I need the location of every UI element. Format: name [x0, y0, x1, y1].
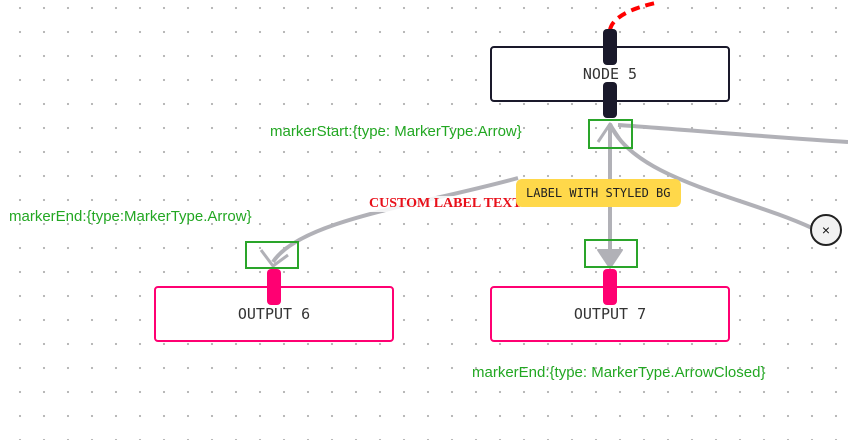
output-7-label: OUTPUT 7: [573, 305, 647, 323]
edge-curve-top-right[interactable]: [617, 123, 848, 144]
marker-start-annotation: markerStart:{type: MarkerType.Arrow}: [270, 123, 522, 140]
output-6-target-handle[interactable]: [267, 269, 281, 305]
edge-node5-output6[interactable]: [271, 176, 519, 264]
output-7-target-handle[interactable]: [603, 269, 617, 305]
marker-end-closed-highlight: [584, 239, 638, 268]
marker-end-arrow-highlight: [245, 241, 299, 269]
output-6-label: OUTPUT 6: [237, 305, 311, 323]
output-7-node[interactable]: OUTPUT 7: [490, 286, 730, 342]
node-5-target-handle[interactable]: [603, 29, 617, 65]
animated-edge[interactable]: [608, 0, 661, 31]
marker-start-highlight: [588, 119, 633, 149]
marker-end-arrow-annotation: markerEnd:{type:MarkerType.Arrow}: [9, 208, 252, 225]
arrow-end-marker: [259, 249, 289, 268]
node-5-label: NODE 5: [582, 65, 638, 83]
styled-edge-label: LABEL WITH STYLED BG: [516, 179, 681, 207]
edge-curve-right[interactable]: [608, 123, 813, 230]
node-5-source-handle[interactable]: [603, 82, 617, 118]
custom-edge-label: CUSTOM LABEL TEXT: [369, 196, 522, 212]
arrow-start-marker: [596, 122, 624, 143]
edge-delete-button[interactable]: ×: [810, 214, 842, 246]
marker-end-closed-annotation: markerEnd:{type: MarkerType.ArrowClosed}: [472, 364, 766, 381]
close-icon: ×: [821, 222, 831, 238]
arrow-closed-marker: [597, 249, 623, 269]
